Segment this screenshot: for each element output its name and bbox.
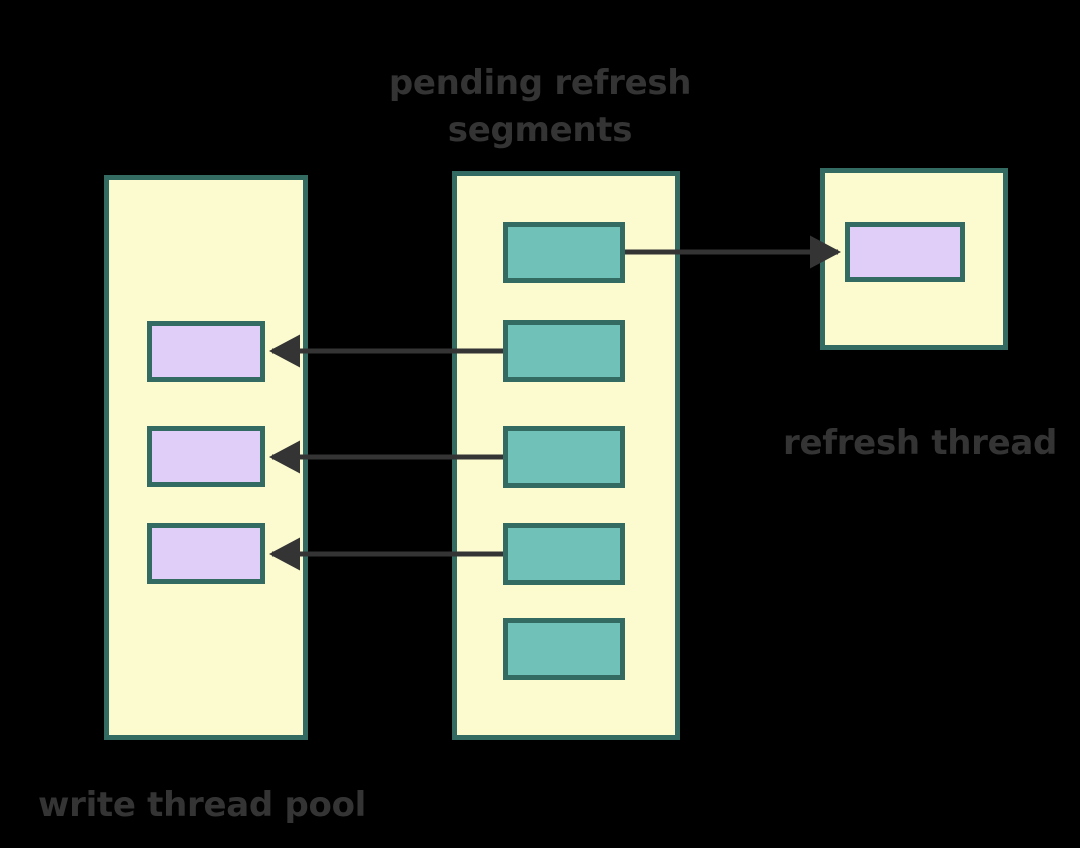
title-line-2: segments — [447, 109, 633, 150]
refresh-thread-label: refresh thread — [783, 423, 1058, 463]
title-line-1: pending refresh — [388, 63, 692, 103]
refresh-thread-box[interactable] — [845, 222, 965, 282]
pending-segment-box-3[interactable] — [503, 426, 625, 488]
pending-segment-box-1[interactable] — [503, 222, 625, 283]
pending-segment-box-2[interactable] — [503, 320, 625, 382]
write-thread-pool-label: write thread pool — [38, 785, 366, 825]
write-thread-box-3[interactable] — [147, 523, 265, 584]
pending-segment-box-5[interactable] — [503, 618, 625, 680]
page-title: pending refresh segments — [0, 60, 1080, 154]
write-thread-box-1[interactable] — [147, 321, 265, 382]
write-thread-box-2[interactable] — [147, 426, 265, 487]
pending-segment-box-4[interactable] — [503, 523, 625, 585]
